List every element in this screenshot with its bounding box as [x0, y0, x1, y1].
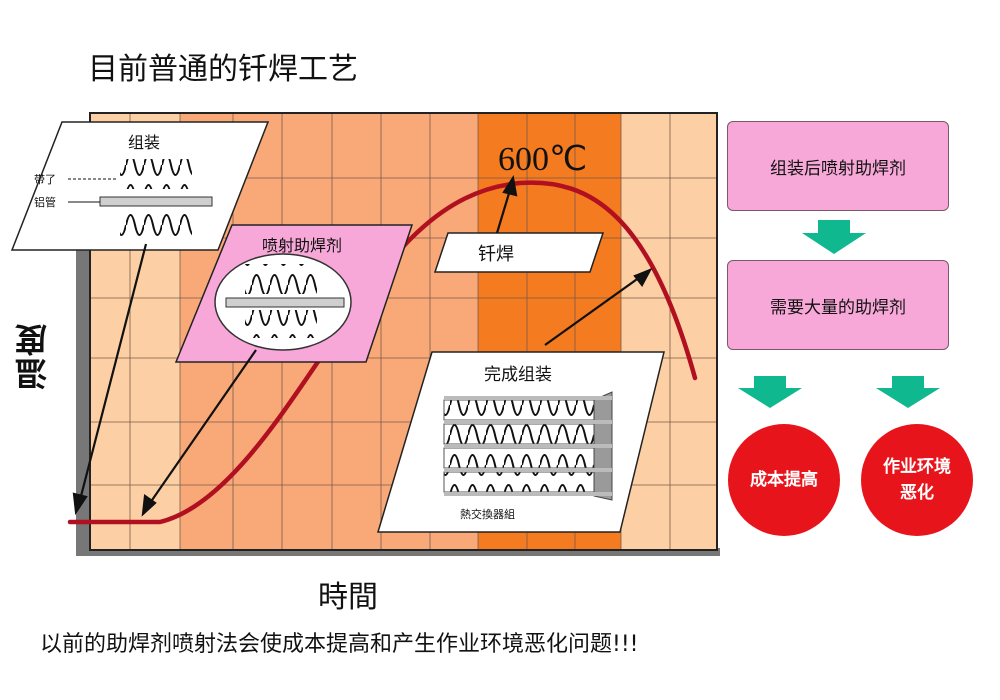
tube-label: 铝管	[34, 195, 56, 209]
brazing-title: 钎焊	[478, 244, 514, 265]
result-work-environment: 作业环境 恶化	[861, 424, 973, 536]
result-work-environment-line2: 恶化	[900, 483, 934, 503]
down-arrow-icon	[802, 220, 866, 254]
down-arrow-icon	[738, 376, 802, 408]
flow-box-spray-after-assembly: 组装后喷射助焊剂	[727, 121, 949, 211]
pointer-arrows	[72, 175, 653, 517]
flux-spray-panel: 喷射助焊剂	[174, 224, 414, 363]
brazing-panel: 钎焊	[433, 232, 605, 273]
fin-wave-top-icon	[120, 159, 192, 189]
spray-fin-bottom-icon	[245, 310, 317, 338]
caption: 以前的助焊剂喷射法会使成本提高和产生作业环境恶化问题!!!	[40, 632, 639, 657]
tube-icon	[99, 196, 213, 207]
y-axis-label: 温度	[14, 322, 52, 390]
spray-fin-top-icon	[245, 264, 317, 294]
assembly-title: 组装	[128, 133, 160, 152]
page-title: 目前普通的钎焊工艺	[88, 52, 358, 87]
chart-bottom-shadow	[76, 548, 720, 556]
peak-temperature-label: 600℃	[498, 141, 587, 178]
x-axis-label: 時間	[318, 580, 378, 615]
flow-arrows	[738, 220, 940, 408]
flux-spray-title: 喷射助焊剂	[262, 236, 342, 255]
chart-border	[89, 112, 718, 551]
spray-tube-icon	[225, 297, 345, 308]
fin-wave-bottom-icon	[120, 209, 192, 237]
heat-exchanger-label: 熱交換器組	[460, 507, 515, 521]
down-arrow-icon	[876, 376, 940, 408]
heat-exchanger-stack-icon	[443, 391, 613, 501]
fin-label: 带了	[34, 173, 56, 186]
temperature-curve	[67, 180, 698, 525]
assembly-panel: 组装 带了 铝管	[10, 121, 270, 251]
result-work-environment-line1: 作业环境	[883, 457, 951, 477]
result-cost-increase: 成本提高	[728, 424, 840, 536]
complete-assembly-panel: 完成组装 熱交換器組	[376, 351, 665, 533]
zone-cooling	[621, 113, 717, 550]
flow-box-much-flux: 需要大量的助焊剂	[727, 260, 949, 350]
complete-assembly-title: 完成组装	[484, 365, 552, 385]
